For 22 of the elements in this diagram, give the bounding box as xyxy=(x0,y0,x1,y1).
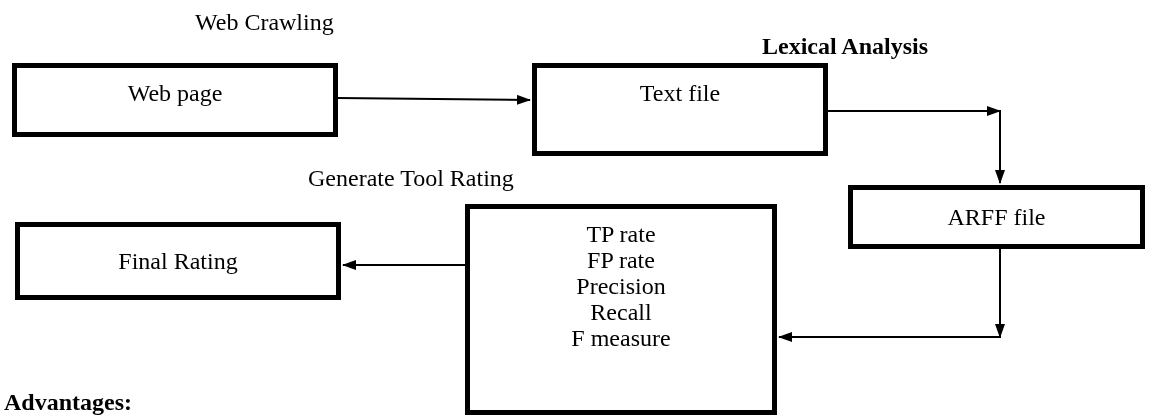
arrow xyxy=(778,248,1005,342)
box-text: Text file xyxy=(639,80,721,106)
box-text: Recall xyxy=(590,299,652,325)
arrow xyxy=(342,260,466,270)
box-text: Precision xyxy=(576,273,666,299)
step-label: Generate Tool Rating xyxy=(308,164,514,192)
box-text: FP rate xyxy=(587,247,655,273)
edge-label: Web Crawling xyxy=(195,8,334,36)
arrow xyxy=(827,106,1005,184)
process-box xyxy=(12,63,338,137)
box-text: ARFF file xyxy=(947,204,1046,230)
process-box xyxy=(848,185,1145,249)
box-text: F measure xyxy=(571,325,671,351)
process-box xyxy=(15,222,341,300)
box-text: Final Rating xyxy=(118,248,238,274)
box-text: Web page xyxy=(127,80,223,106)
arrow xyxy=(337,94,531,105)
process-box xyxy=(532,63,828,156)
section-heading: Advantages: xyxy=(4,388,132,416)
edge-label: Lexical Analysis xyxy=(762,32,929,60)
box-text: TP rate xyxy=(586,221,656,247)
process-box xyxy=(465,204,777,415)
